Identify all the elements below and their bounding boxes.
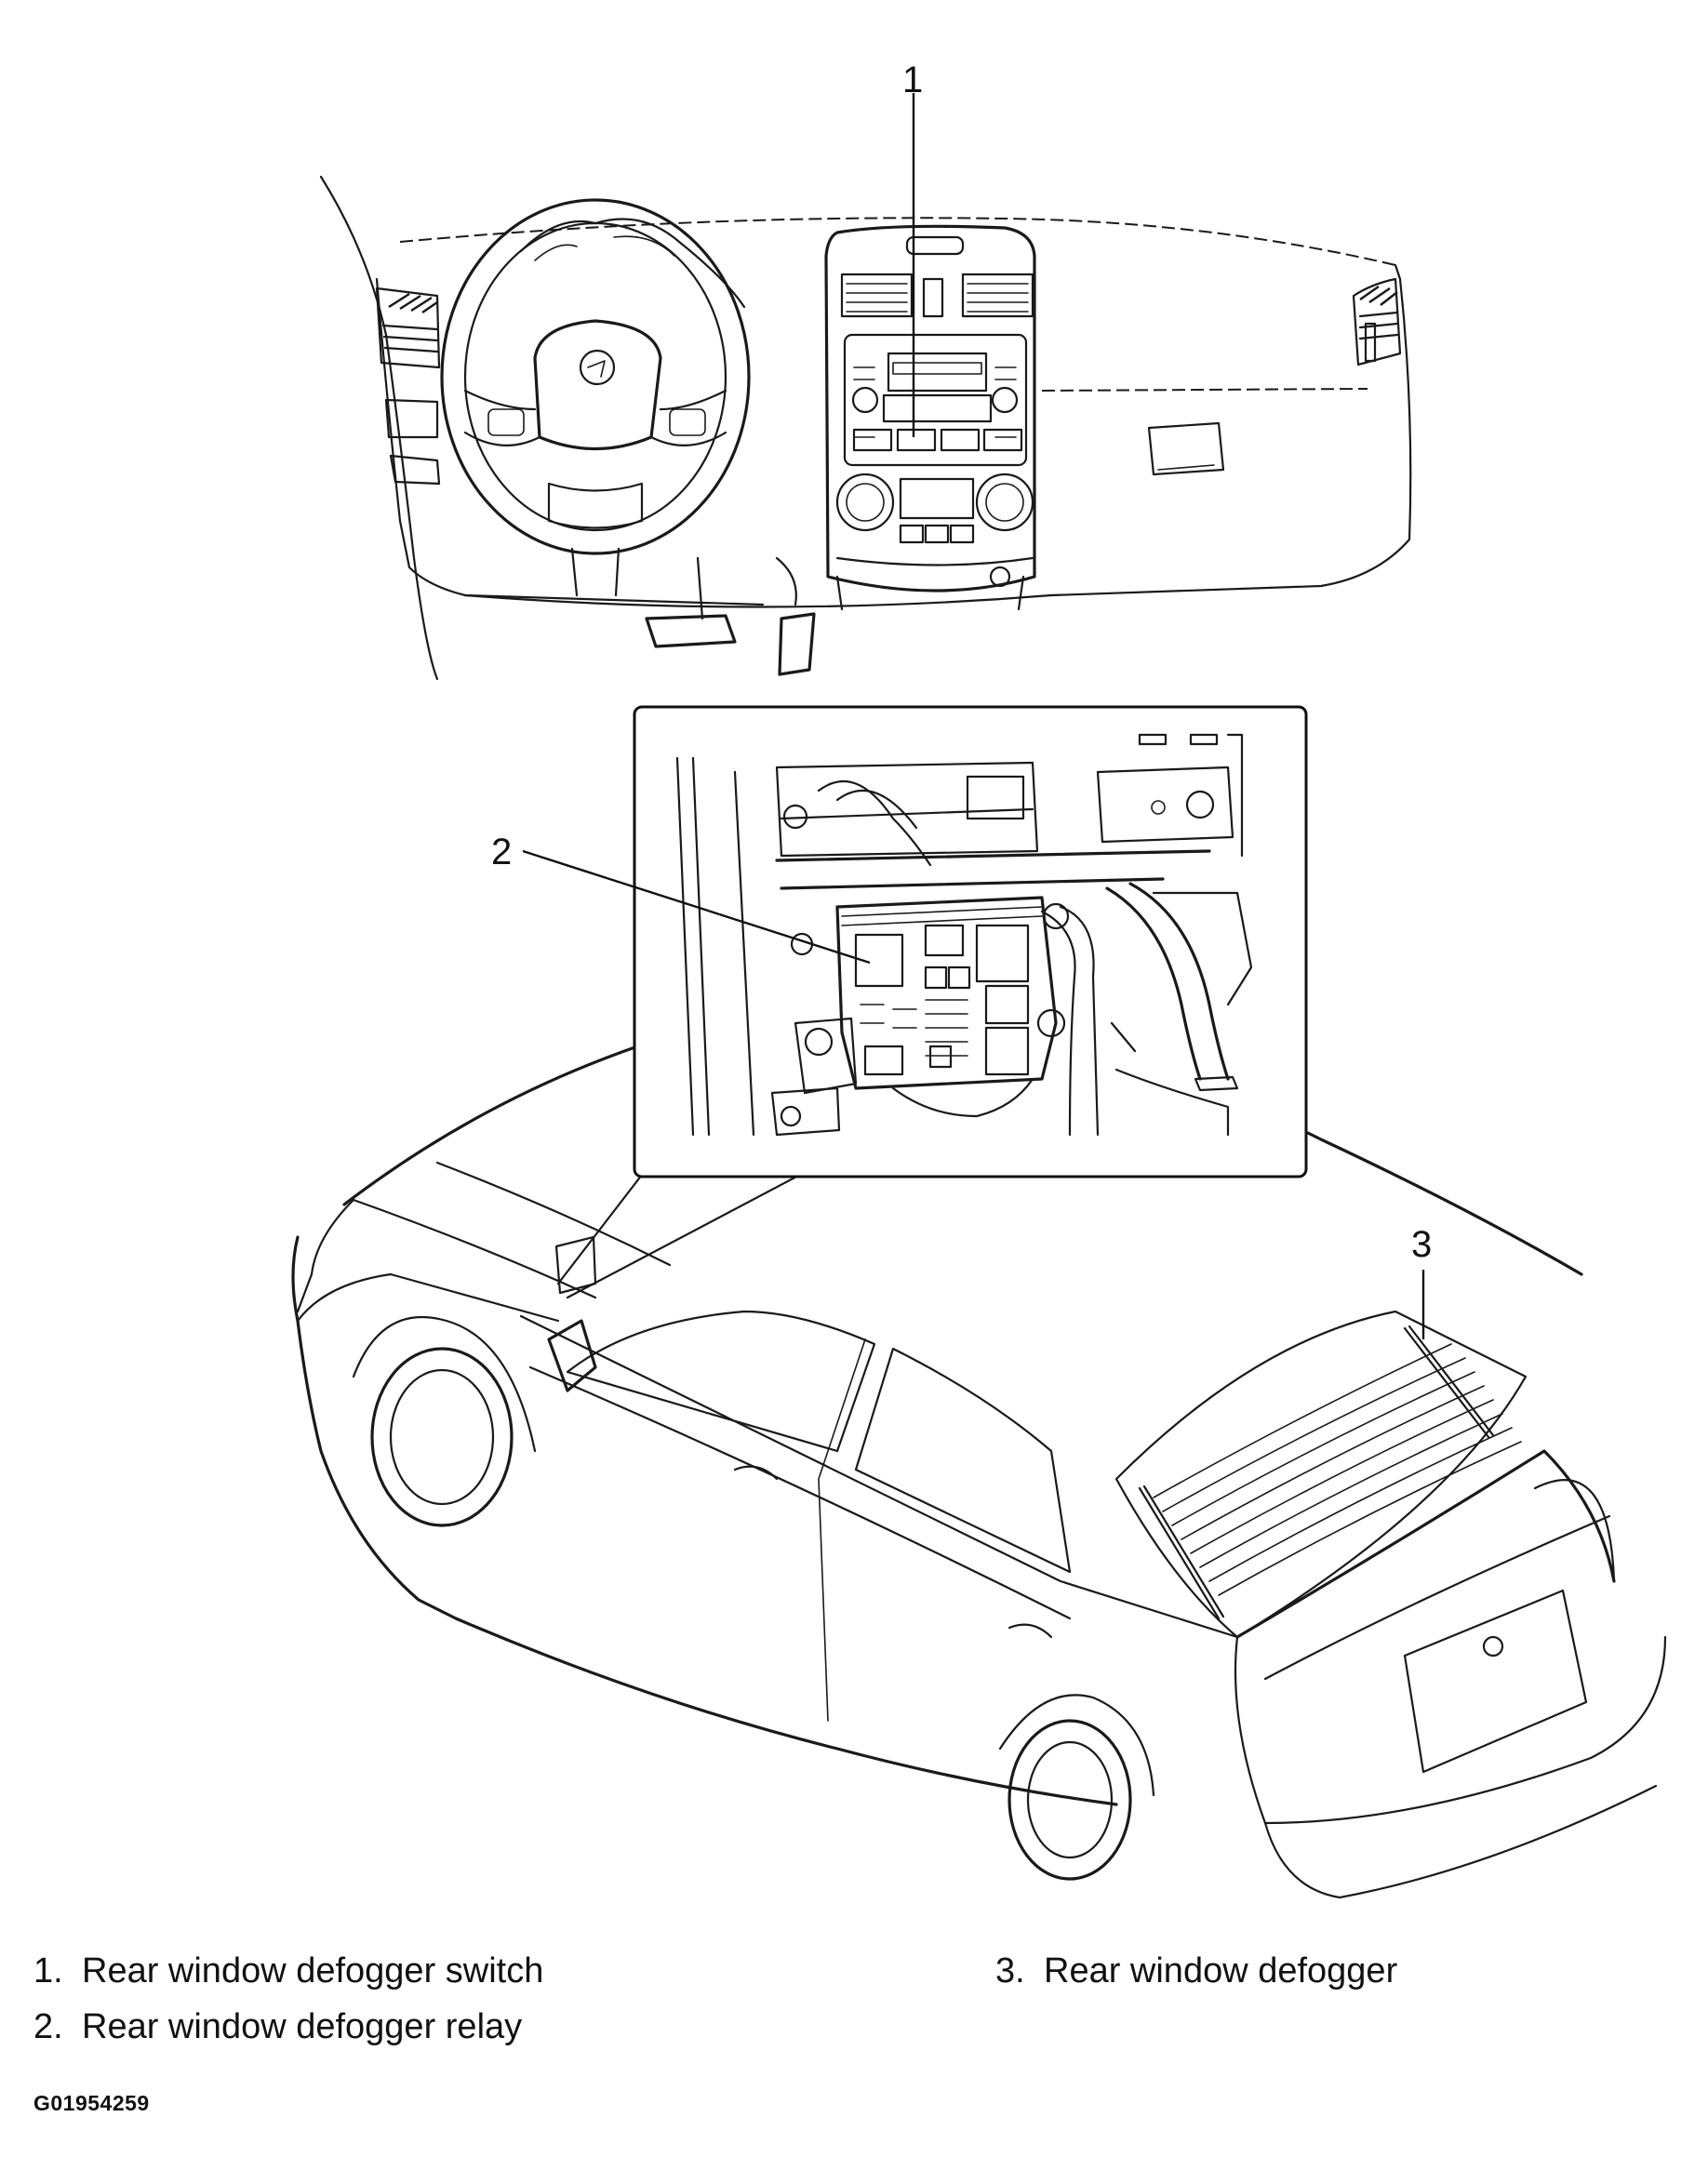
callout-1: 1	[902, 60, 924, 100]
figure-code: G01954259	[33, 2091, 150, 2115]
legend-item-3-label: Rear window defogger	[1044, 1951, 1398, 1991]
legend-item-2-label: Rear window defogger relay	[82, 2007, 523, 2046]
inset-relay-detail	[522, 705, 1308, 1299]
legend-item-1: 1. Rear window defogger switch	[33, 1953, 543, 1989]
callout-3: 3	[1411, 1224, 1433, 1265]
callout-2: 2	[491, 832, 513, 872]
legend-item-1-number: 1.	[33, 1951, 63, 1991]
car-illustration	[291, 1023, 1667, 1899]
legend-item-3-number: 3.	[995, 1951, 1025, 1991]
legend-item-2-number: 2.	[33, 2007, 63, 2046]
legend-item-3: 3. Rear window defogger	[995, 1953, 1397, 1989]
defogger-grid-lines	[1138, 1325, 1522, 1620]
legend-item-1-label: Rear window defogger switch	[82, 1951, 544, 1991]
dashboard-illustration	[319, 93, 1412, 681]
legend-item-2: 2. Rear window defogger relay	[33, 2009, 522, 2044]
